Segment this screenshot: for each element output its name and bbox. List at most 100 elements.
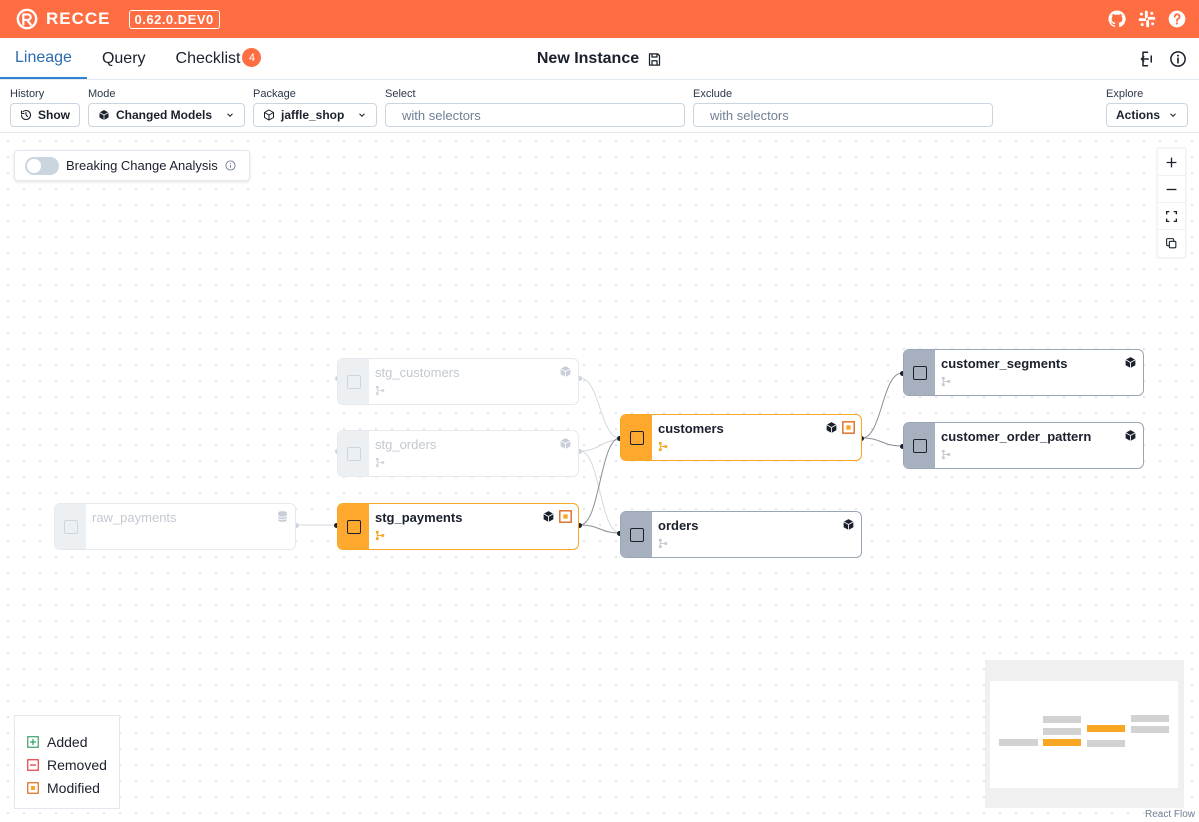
minimap-viewport[interactable] bbox=[990, 681, 1178, 788]
node-select-checkbox[interactable] bbox=[629, 527, 644, 542]
node-customers[interactable]: customers bbox=[620, 414, 862, 461]
node-handle bbox=[900, 371, 905, 376]
minus-icon bbox=[1166, 188, 1177, 190]
mode-label: Mode bbox=[88, 88, 116, 100]
save-icon[interactable] bbox=[647, 52, 662, 67]
copy-image-button[interactable] bbox=[1158, 230, 1185, 257]
lineage-branch-icon bbox=[375, 530, 385, 541]
node-name: customers bbox=[658, 421, 724, 436]
minimap-node bbox=[999, 739, 1038, 746]
modified-icon bbox=[842, 421, 855, 434]
slack-icon[interactable] bbox=[1137, 9, 1157, 29]
node-stg-customers[interactable]: stg_customers bbox=[337, 358, 579, 405]
version-badge: 0.62.0.DEV0 bbox=[128, 9, 220, 29]
exclude-input[interactable]: with selectors bbox=[693, 103, 993, 127]
history-show-button[interactable]: Show bbox=[10, 103, 80, 127]
lineage-canvas[interactable]: Breaking Change Analysis raw_payments bbox=[0, 133, 1199, 822]
react-flow-attribution[interactable]: React Flow bbox=[1144, 809, 1195, 820]
top-bar: RECCE 0.62.0.DEV0 bbox=[0, 0, 1199, 38]
node-select-checkbox[interactable] bbox=[912, 365, 927, 380]
modified-icon bbox=[27, 781, 39, 794]
edge-stg-payments-orders bbox=[579, 524, 621, 534]
explore-label: Explore bbox=[1106, 88, 1144, 100]
lineage-branch-icon bbox=[941, 449, 951, 460]
node-select-checkbox[interactable] bbox=[346, 374, 361, 389]
minimap-node bbox=[1087, 740, 1125, 747]
cube-icon bbox=[1125, 357, 1136, 368]
node-handle bbox=[577, 376, 582, 381]
node-select-checkbox[interactable] bbox=[912, 438, 927, 453]
github-icon[interactable] bbox=[1107, 9, 1127, 29]
node-handle bbox=[334, 523, 339, 528]
share-icon[interactable] bbox=[1137, 50, 1155, 68]
chevron-down-icon bbox=[1170, 113, 1176, 117]
edge-stg-orders-orders bbox=[579, 450, 621, 534]
node-orders[interactable]: orders bbox=[620, 511, 862, 558]
info-icon[interactable] bbox=[1169, 50, 1187, 68]
minimap-node bbox=[1043, 728, 1081, 735]
package-select[interactable]: jaffle_shop bbox=[253, 103, 377, 127]
mode-select[interactable]: Changed Models bbox=[88, 103, 245, 127]
minimap-node bbox=[1043, 716, 1081, 723]
copy-icon bbox=[1166, 238, 1177, 249]
minimap[interactable] bbox=[985, 660, 1184, 808]
help-icon[interactable] bbox=[1167, 9, 1187, 29]
history-label: History bbox=[10, 88, 45, 100]
actions-button[interactable]: Actions bbox=[1106, 103, 1188, 127]
lineage-branch-icon bbox=[658, 538, 668, 549]
select-input[interactable]: with selectors bbox=[385, 103, 685, 127]
info-icon[interactable] bbox=[225, 160, 236, 171]
lineage-branch-icon bbox=[375, 385, 385, 396]
cube-icon bbox=[560, 438, 571, 449]
node-select-checkbox[interactable] bbox=[629, 430, 644, 445]
node-handle bbox=[577, 523, 582, 528]
database-icon bbox=[277, 511, 288, 522]
zoom-in-button[interactable] bbox=[1158, 149, 1185, 176]
node-name: stg_payments bbox=[375, 510, 463, 525]
node-select-checkbox[interactable] bbox=[346, 446, 361, 461]
node-handle bbox=[294, 523, 299, 528]
zoom-out-button[interactable] bbox=[1158, 176, 1185, 203]
tab-lineage[interactable]: Lineage bbox=[0, 38, 87, 79]
breaking-change-toggle[interactable] bbox=[25, 156, 59, 175]
node-handle bbox=[617, 436, 622, 441]
minimap-node bbox=[1131, 726, 1169, 733]
lineage-toolbar: History Show Mode Changed Models Package… bbox=[0, 80, 1199, 133]
node-customer-order-pattern[interactable]: customer_order_pattern bbox=[903, 422, 1144, 469]
minimap-node bbox=[1043, 739, 1081, 746]
tab-query[interactable]: Query bbox=[101, 49, 146, 67]
node-customer-segments[interactable]: customer_segments bbox=[903, 349, 1144, 396]
breaking-change-label: Breaking Change Analysis bbox=[66, 158, 218, 173]
fit-view-button[interactable] bbox=[1158, 203, 1185, 230]
node-handle bbox=[617, 531, 622, 536]
node-select-checkbox[interactable] bbox=[63, 519, 78, 534]
node-name: raw_payments bbox=[92, 510, 177, 525]
node-select-checkbox[interactable] bbox=[346, 519, 361, 534]
lineage-branch-icon bbox=[658, 441, 668, 452]
added-icon bbox=[27, 735, 39, 748]
node-raw-payments[interactable]: raw_payments bbox=[54, 503, 296, 550]
cube-icon bbox=[99, 110, 109, 120]
node-stg-payments[interactable]: stg_payments bbox=[337, 503, 579, 550]
lineage-branch-icon bbox=[941, 376, 951, 387]
zoom-controls bbox=[1157, 148, 1186, 258]
exclude-label: Exclude bbox=[693, 88, 733, 100]
brand-name: RECCE bbox=[46, 9, 111, 28]
checklist-count-badge: 4 bbox=[242, 48, 262, 67]
lineage-edges bbox=[296, 372, 903, 534]
node-stg-orders[interactable]: stg_orders bbox=[337, 430, 579, 477]
modified-icon bbox=[559, 510, 572, 523]
node-name: customer_segments bbox=[941, 356, 1068, 371]
cube-icon bbox=[560, 366, 571, 377]
node-handle bbox=[577, 449, 582, 454]
recce-logo-icon bbox=[16, 8, 38, 30]
edge-customers-customer-segments bbox=[861, 372, 903, 439]
brand[interactable]: RECCE 0.62.0.DEV0 bbox=[16, 8, 220, 30]
package-label: Package bbox=[253, 88, 296, 100]
minimap-node bbox=[1131, 715, 1169, 722]
cube-icon bbox=[826, 422, 837, 433]
instance-title: New Instance bbox=[536, 50, 640, 67]
edge-stg-customers-customers bbox=[579, 377, 621, 439]
